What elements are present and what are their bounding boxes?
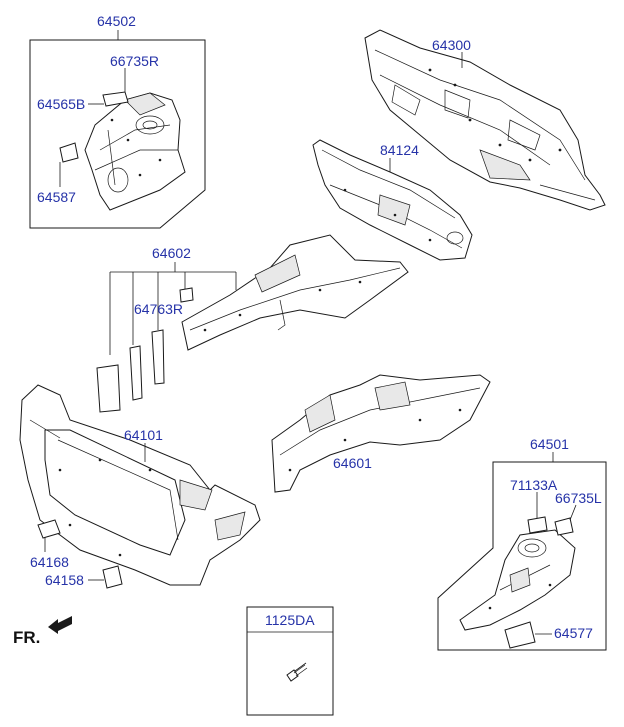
bolt-box-1125DA: 1125DA (246, 606, 334, 716)
bracket-plate-b (129, 345, 143, 401)
bracket-64168 (37, 519, 61, 539)
bracket-64565b (102, 91, 129, 107)
side-member-64602: 64602 64763R (96, 234, 409, 413)
side-member-64601: 64601 (271, 374, 491, 493)
bracket-plate-c (151, 329, 165, 385)
label-66735R[interactable]: 66735R (110, 53, 159, 69)
label-64577[interactable]: 64577 (554, 625, 593, 641)
cowl-panel-84124: 84124 (312, 139, 473, 261)
label-1125DA[interactable]: 1125DA (265, 612, 315, 628)
label-64565B[interactable]: 64565B (37, 96, 85, 112)
front-direction-indicator: FR. (13, 616, 72, 647)
label-66735L[interactable]: 66735L (555, 490, 602, 506)
label-84124[interactable]: 84124 (380, 142, 419, 158)
bracket-71133a (527, 516, 548, 534)
label-64602[interactable]: 64602 (152, 245, 191, 261)
label-64101[interactable]: 64101 (124, 427, 163, 443)
bracket-plate-a (96, 364, 121, 413)
label-64502[interactable]: 64502 (97, 13, 136, 29)
label-71133A[interactable]: 71133A (510, 477, 558, 493)
inset-64502: 64502 66735R 64565B 64587 (29, 13, 206, 229)
dash-panel-64300: 64300 (364, 29, 606, 211)
label-64158[interactable]: 64158 (45, 572, 84, 588)
bracket-66735l (554, 517, 574, 536)
bracket-small (179, 287, 194, 303)
label-64763R[interactable]: 64763R (134, 301, 183, 317)
bracket-64587 (59, 142, 79, 163)
label-64501[interactable]: 64501 (530, 436, 569, 452)
label-64300[interactable]: 64300 (432, 37, 471, 53)
label-64601[interactable]: 64601 (333, 455, 372, 471)
bracket-64158 (102, 565, 123, 589)
label-64168[interactable]: 64168 (30, 554, 69, 570)
radiator-support-64101: 64101 64168 64158 (19, 384, 261, 589)
bolt-icon (286, 662, 308, 682)
bracket-64577 (504, 621, 536, 649)
fender-apron-drawing (84, 92, 186, 211)
front-label: FR. (13, 628, 40, 647)
inset-64501: 64501 71133A 66735L 64577 (437, 436, 607, 651)
label-64587[interactable]: 64587 (37, 189, 76, 205)
front-arrow-icon (48, 616, 72, 634)
